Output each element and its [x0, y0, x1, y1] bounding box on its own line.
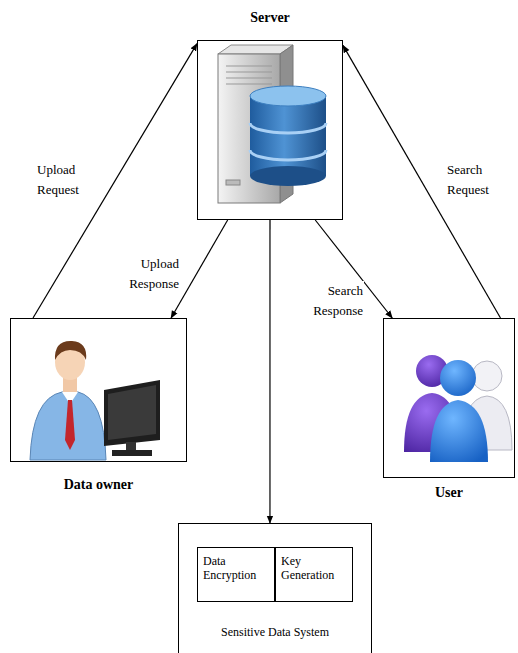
- node-label: Data Encryption: [198, 548, 274, 587]
- database-icon: [250, 86, 326, 186]
- edge-label: Upload Request: [36, 160, 100, 200]
- encryption-cell: Data Encryption: [197, 547, 275, 602]
- system-box: Data EncryptionKey GenerationSensitive D…: [178, 523, 372, 653]
- node-label: User: [384, 485, 514, 502]
- edge-label: Search Response: [296, 281, 364, 321]
- node-label: Key Generation: [276, 548, 352, 587]
- node-label: Server: [198, 10, 342, 27]
- server-box: Server: [197, 40, 343, 220]
- data-owner-box: Data owner: [10, 318, 187, 462]
- edge-label: Upload Response: [108, 254, 180, 294]
- edge-label: Search Request: [446, 160, 512, 200]
- node-label: Sensitive Data System: [179, 625, 371, 639]
- key-cell: Key Generation: [275, 547, 353, 602]
- connector-arrow: [33, 44, 197, 318]
- data-owner-icon: [30, 341, 160, 460]
- node-label: Data owner: [11, 477, 186, 494]
- connector-arrow: [269, 220, 270, 523]
- user-group-icon: [404, 355, 512, 462]
- user-box: User: [383, 318, 515, 478]
